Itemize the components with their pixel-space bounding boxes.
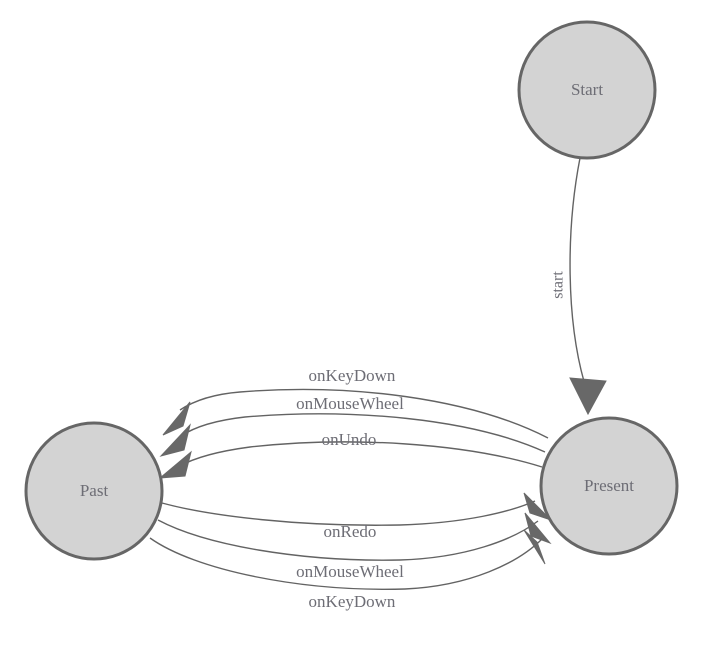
arrow-head-past-present-3 — [523, 529, 546, 565]
edge-past-present-onkeydown[interactable] — [149, 529, 546, 590]
arrow-head-present-past-3 — [158, 450, 192, 479]
edge-label-past-present-onmousewheel: onMouseWheel — [296, 562, 404, 581]
edge-present-past-onmousewheel[interactable] — [159, 413, 546, 457]
node-start[interactable]: Start — [517, 20, 657, 160]
arrow-head-past-present-1 — [523, 492, 552, 521]
node-present-circle[interactable] — [539, 416, 679, 556]
edge-path-past-present-2[interactable] — [157, 519, 539, 561]
node-present-label: Present — [584, 476, 634, 495]
node-start-label: Start — [571, 80, 603, 99]
node-past-circle[interactable] — [24, 421, 164, 561]
edge-label-present-past-onmousewheel: onMouseWheel — [296, 394, 404, 413]
edge-present-past-onkeydown[interactable] — [162, 388, 549, 439]
node-past[interactable]: Past — [24, 421, 164, 561]
edge-path-start-present[interactable] — [569, 157, 586, 386]
edge-label-past-present-onkeydown: onKeyDown — [309, 592, 396, 611]
nodes-layer: Start Past Present — [24, 20, 679, 561]
node-past-label: Past — [80, 481, 109, 500]
edge-start-present[interactable] — [569, 157, 607, 416]
edge-path-present-past-1[interactable] — [179, 388, 549, 439]
edge-path-present-past-2[interactable] — [180, 413, 546, 453]
arrow-head-present-past-2 — [159, 423, 191, 457]
node-start-circle[interactable] — [517, 20, 657, 160]
edge-labels-layer: start onKeyDown onMouseWheel onUndo onRe… — [296, 271, 566, 611]
arrow-head-start-present — [569, 377, 607, 416]
edge-label-past-present-onredo: onRedo — [324, 522, 377, 541]
edge-path-past-present-1[interactable] — [161, 500, 536, 526]
edge-label-start: start — [550, 271, 567, 299]
node-present[interactable]: Present — [539, 416, 679, 556]
edge-present-past-onundo[interactable] — [158, 441, 543, 479]
edge-path-present-past-3[interactable] — [179, 441, 543, 468]
edge-label-present-past-onundo: onUndo — [322, 430, 377, 449]
arrow-head-present-past-1 — [162, 401, 191, 436]
edge-past-present-onredo[interactable] — [161, 492, 552, 526]
edge-path-past-present-3[interactable] — [149, 537, 543, 590]
edge-label-present-past-onkeydown: onKeyDown — [309, 366, 396, 385]
edges-layer — [149, 157, 607, 590]
